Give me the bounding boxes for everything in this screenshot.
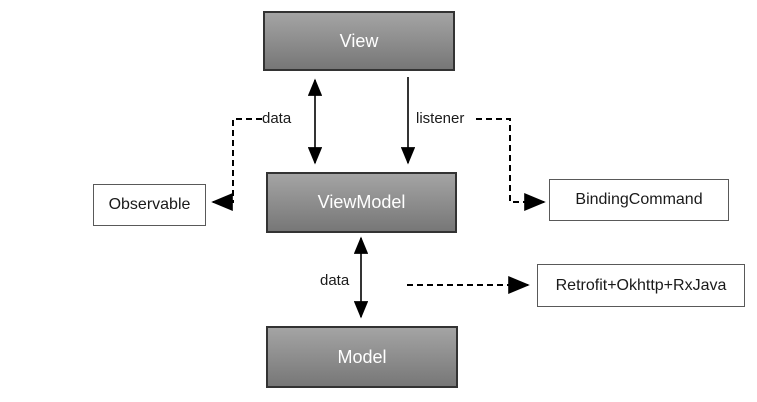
node-retrofit-okhttp-rxjava: Retrofit+Okhttp+RxJava <box>537 264 745 307</box>
node-model: Model <box>266 326 458 388</box>
node-view: View <box>263 11 455 71</box>
node-binding-command: BindingCommand <box>549 179 729 221</box>
node-view-label: View <box>339 30 379 51</box>
node-viewmodel-label: ViewModel <box>317 192 406 212</box>
node-observable-label: Observable <box>108 196 191 213</box>
edge-label-listener: listener <box>416 110 465 127</box>
node-model-label: Model <box>337 346 387 367</box>
node-observable: Observable <box>93 184 206 226</box>
edge-label-data-bottom: data <box>320 272 350 289</box>
dashed-connector-data-to-observable <box>211 118 262 211</box>
node-retrofit-okhttp-rxjava-label: Retrofit+Okhttp+RxJava <box>555 276 727 294</box>
edge-label-data-top: data <box>262 110 292 127</box>
node-binding-command-label: BindingCommand <box>575 191 703 208</box>
node-viewmodel: ViewModel <box>266 172 457 233</box>
dashed-connector-listener-to-bindingcommand <box>476 118 546 211</box>
